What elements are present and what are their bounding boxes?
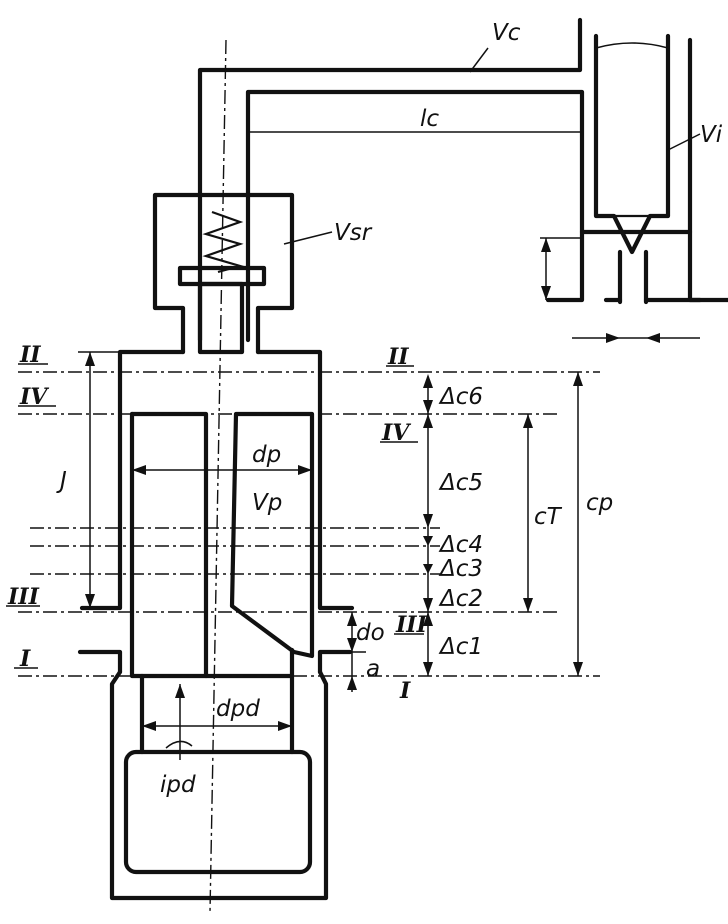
- label-dc2: Δc2: [438, 586, 483, 612]
- section-i-right: I: [399, 678, 411, 704]
- label-dp: dp: [252, 442, 281, 468]
- label-vc: Vc: [492, 20, 521, 46]
- label-dc5: Δc5: [438, 470, 483, 496]
- label-do: do: [356, 620, 385, 646]
- label-dc4: Δc4: [438, 532, 483, 558]
- label-dpd: dpd: [216, 696, 260, 722]
- dimension-lines: [78, 351, 583, 760]
- label-vsr: Vsr: [334, 220, 373, 246]
- section-ii-right: II: [387, 344, 409, 370]
- section-i-left: I: [19, 646, 31, 672]
- label-dc3: Δc3: [438, 556, 483, 582]
- label-dc6: Δc6: [438, 384, 483, 410]
- label-cp: cp: [586, 490, 613, 516]
- plunger: [123, 411, 315, 875]
- label-dc1: Δc1: [438, 634, 483, 660]
- label-lc: lc: [420, 106, 439, 132]
- fuel-pipe: [197, 17, 693, 343]
- label-ct: cT: [534, 504, 563, 530]
- label-a: a: [366, 656, 380, 682]
- section-lines: [18, 371, 600, 677]
- pump-barrel: [77, 349, 355, 901]
- label-vi: Vi: [700, 122, 723, 148]
- label-j: J: [56, 468, 67, 494]
- label-ipd: ipd: [160, 772, 196, 798]
- delivery-valve-housing: [152, 192, 295, 355]
- injector-dimensions: [540, 237, 700, 343]
- injector: [545, 33, 728, 305]
- center-axis: [209, 39, 227, 913]
- section-ii-left: II: [19, 342, 41, 368]
- delivery-valve: [177, 265, 267, 355]
- label-vp: Vp: [252, 490, 282, 516]
